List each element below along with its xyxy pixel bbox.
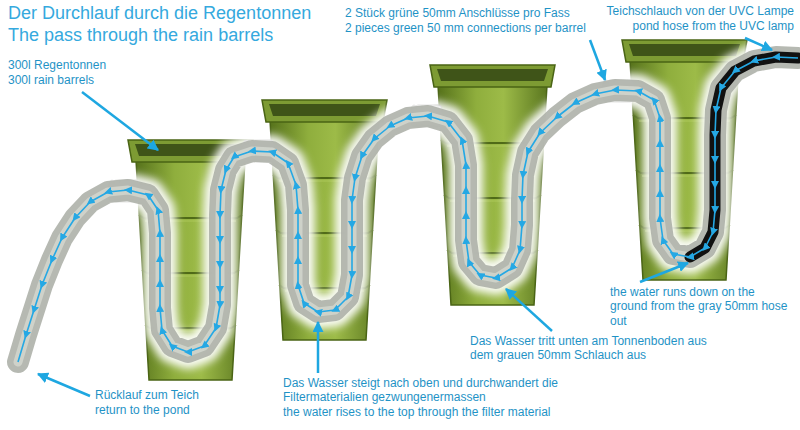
label-slot: the water runs down on the ground from t… xyxy=(610,285,795,328)
leader-arrow xyxy=(317,322,320,373)
leader-arrow xyxy=(82,92,158,150)
tube-highlight xyxy=(18,57,798,362)
callout-text: 300l rain barrels xyxy=(8,73,94,87)
label-slot: The pass through the rain barrels xyxy=(8,25,273,47)
label-slot: Rücklauf zum Teich xyxy=(95,388,199,402)
label-slot: pond hose from the UVC lamp xyxy=(560,19,794,33)
label-slot: 300l rain barrels xyxy=(8,73,94,87)
pond-hose xyxy=(690,57,798,257)
diagram-subtitle: The pass through the rain barrels xyxy=(8,25,273,47)
callout-text: the water rises to the top through the f… xyxy=(283,405,550,419)
callout-text: Das Wasser steigt nach oben und durchwan… xyxy=(283,376,563,405)
label-slot: 300l Regentonnen xyxy=(8,58,106,72)
label-slot: Das Wasser steigt nach oben und durchwan… xyxy=(283,376,563,405)
leader-arrow xyxy=(590,40,605,80)
label-slot: return to the pond xyxy=(95,403,190,417)
callout-text: 300l Regentonnen xyxy=(8,58,106,72)
leader-arrow xyxy=(640,263,688,282)
leader-arrow xyxy=(506,289,552,331)
callout-text: return to the pond xyxy=(95,403,190,417)
hose-tube xyxy=(18,57,798,362)
callout-text: Teichschlauch von der UVC Lampe xyxy=(560,4,794,18)
title-slot: Der Durchlauf durch die Regentonnen xyxy=(8,3,311,25)
callout-text: pond hose from the UVC lamp xyxy=(560,19,794,33)
callout-text: 2 pieces green 50 mm connections per bar… xyxy=(345,21,586,35)
diagram-title: Der Durchlauf durch die Regentonnen xyxy=(8,3,311,25)
callout-text: Rücklauf zum Teich xyxy=(95,388,199,402)
flow-arrows xyxy=(18,57,798,362)
label-slot: the water rises to the top through the f… xyxy=(283,405,550,419)
tube-glow xyxy=(18,57,798,362)
callout-text: 2 Stück grüne 50mm Anschlüsse pro Fass xyxy=(345,6,570,20)
leader-arrow xyxy=(745,38,772,50)
callout-text: the water runs down on the ground from t… xyxy=(610,285,795,328)
label-slot: 2 pieces green 50 mm connections per bar… xyxy=(345,21,586,35)
label-slot: Das Wasser tritt unten am Tonnenboden au… xyxy=(470,334,720,363)
leader-arrow xyxy=(38,374,90,396)
label-slot: Teichschlauch von der UVC Lampe xyxy=(560,4,794,18)
callout-text: Das Wasser tritt unten am Tonnenboden au… xyxy=(470,334,720,363)
label-slot: 2 Stück grüne 50mm Anschlüsse pro Fass xyxy=(345,6,570,20)
